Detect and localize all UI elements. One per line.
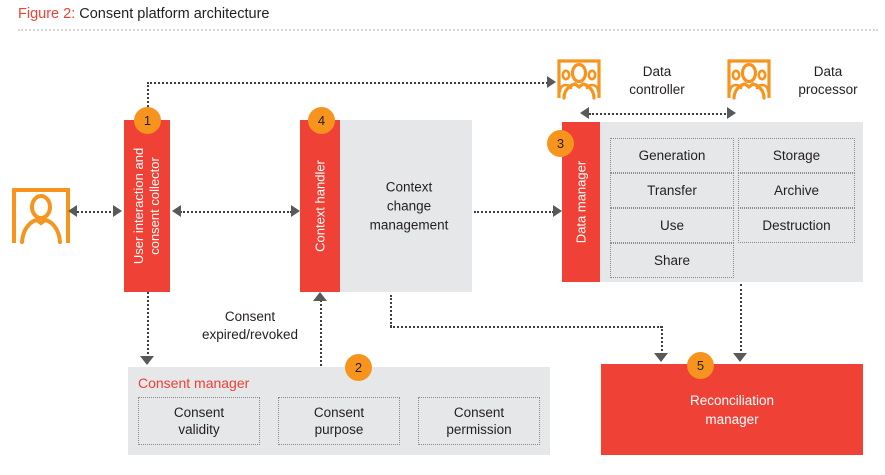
connector-context-to-data-manager bbox=[474, 211, 554, 213]
lifecycle-cell-transfer[interactable]: Transfer bbox=[610, 173, 734, 208]
arrowhead-controller-in bbox=[580, 107, 589, 119]
data-controller-line1: Data bbox=[642, 64, 672, 79]
arrowhead-context-handler-bottom-in bbox=[313, 292, 327, 301]
arrowhead-block1-right-in bbox=[172, 205, 181, 217]
figure-label: Figure 2: bbox=[18, 6, 76, 22]
consent-expired-line1: Consent bbox=[224, 309, 276, 324]
block-user-interaction-line2: consent collector bbox=[147, 157, 162, 255]
lifecycle-cell-use[interactable]: Use bbox=[610, 208, 734, 243]
arrowhead-data-manager-in bbox=[553, 205, 562, 217]
connector-controller-to-processor bbox=[589, 113, 729, 115]
lifecycle-cell-archive[interactable]: Archive bbox=[738, 173, 855, 208]
consent-permission-line1: Consent bbox=[453, 405, 505, 420]
connector-block1-to-data-controller bbox=[147, 82, 548, 84]
block-data-manager-label: Data manager bbox=[573, 160, 589, 244]
figure-header: Figure 2: Consent platform architecture bbox=[0, 0, 885, 34]
block-user-interaction-label: User interaction and consent collector bbox=[131, 148, 163, 264]
data-controller-line2: controller bbox=[629, 82, 685, 97]
arrowhead-data-controller-in bbox=[547, 76, 556, 88]
data-processor-line2: processor bbox=[798, 82, 858, 97]
figure-title: Figure 2: Consent platform architecture bbox=[18, 6, 269, 22]
reconciliation-manager-label: Reconciliation manager bbox=[601, 391, 863, 429]
panel-context-change-label: Context change management bbox=[346, 178, 472, 235]
consent-manager-title: Consent manager bbox=[138, 375, 250, 391]
data-processor-group-people-icon bbox=[726, 58, 772, 100]
panel-data-lifecycle bbox=[600, 122, 863, 282]
connector-block1-to-context-handler bbox=[180, 211, 292, 213]
connector-to-reconciliation-left bbox=[661, 326, 663, 355]
block-context-handler[interactable]: Context handler bbox=[300, 120, 340, 292]
consent-purpose-line2: purpose bbox=[314, 422, 364, 437]
arrowhead-consent-manager-in-left bbox=[140, 356, 154, 365]
consent-expired-line2: expired/revoked bbox=[201, 327, 299, 342]
arrowhead-context-handler-in bbox=[291, 205, 300, 217]
lifecycle-cell-share[interactable]: Share bbox=[610, 243, 734, 278]
user-person-icon bbox=[10, 185, 72, 247]
block-reconciliation-manager[interactable]: Reconciliation manager bbox=[601, 364, 863, 455]
lifecycle-cell-generation[interactable]: Generation bbox=[610, 138, 734, 173]
connector-context-panel-right bbox=[390, 326, 662, 328]
figure-title-text: Consent platform architecture bbox=[79, 6, 270, 22]
context-change-line2: change bbox=[386, 198, 432, 214]
arrowhead-reconciliation-in-right bbox=[733, 353, 747, 362]
connector-context-panel-down bbox=[390, 295, 392, 327]
data-processor-line1: Data bbox=[813, 64, 843, 79]
consent-validity-line2: validity bbox=[178, 422, 220, 437]
consent-manager-item-validity[interactable]: Consent validity bbox=[138, 397, 260, 445]
connector-block1-to-consent-manager bbox=[147, 292, 149, 358]
arrowhead-reconciliation-in-left bbox=[654, 353, 668, 362]
data-processor-label: Data processor bbox=[778, 63, 878, 99]
arrowhead-block1-left-in bbox=[113, 205, 122, 217]
connector-data-panel-to-reconciliation bbox=[740, 284, 742, 355]
connector-consent-manager-to-context-handler bbox=[320, 300, 322, 366]
block-context-handler-label: Context handler bbox=[312, 160, 328, 252]
panel-consent-manager bbox=[128, 367, 550, 455]
consent-purpose-line1: Consent bbox=[313, 405, 365, 420]
consent-permission-line2: permission bbox=[446, 422, 512, 437]
block-user-interaction-line1: User interaction and bbox=[131, 147, 146, 265]
lifecycle-cell-destruction[interactable]: Destruction bbox=[738, 208, 855, 243]
badge-4: 4 bbox=[308, 107, 335, 134]
context-change-line3: management bbox=[369, 217, 449, 233]
header-divider bbox=[18, 29, 878, 31]
badge-3: 3 bbox=[547, 130, 574, 157]
context-change-line1: Context bbox=[385, 179, 433, 195]
lifecycle-cell-storage[interactable]: Storage bbox=[738, 138, 855, 173]
arrowhead-processor-in bbox=[727, 107, 736, 119]
connector-user-to-block1 bbox=[77, 211, 119, 213]
consent-validity-line1: Consent bbox=[173, 405, 225, 420]
consent-manager-item-purpose[interactable]: Consent purpose bbox=[278, 397, 400, 445]
reconciliation-line1: Reconciliation bbox=[689, 392, 775, 408]
connector-block1-up bbox=[147, 82, 149, 110]
consent-manager-item-permission[interactable]: Consent permission bbox=[418, 397, 540, 445]
badge-5: 5 bbox=[687, 352, 714, 379]
arrowhead-user-left bbox=[68, 205, 77, 217]
badge-1: 1 bbox=[134, 107, 161, 134]
data-controller-group-people-icon bbox=[556, 58, 602, 100]
block-user-interaction-and-consent-collector[interactable]: User interaction and consent collector bbox=[124, 120, 170, 292]
badge-2: 2 bbox=[345, 354, 372, 381]
annotation-consent-expired-revoked: Consent expired/revoked bbox=[160, 308, 340, 344]
reconciliation-line2: manager bbox=[705, 411, 759, 427]
data-controller-label: Data controller bbox=[608, 63, 706, 99]
